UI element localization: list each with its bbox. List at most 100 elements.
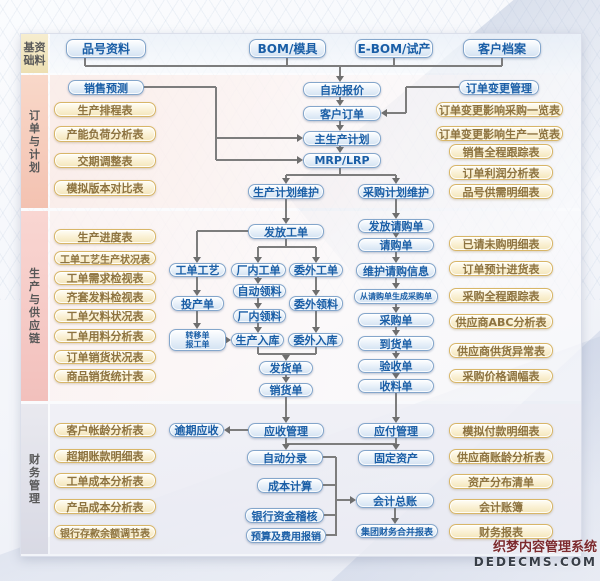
section-label-row: 供 [29,306,40,319]
arrowhead [392,257,400,263]
arrowhead [392,232,400,238]
connector-line [285,397,287,418]
connector-line [315,311,317,328]
node-auto-journal: 自动分录 [247,450,323,465]
arrowhead [392,373,400,379]
node-purchase-plan-maintain: 采购计划维护 [358,184,434,199]
node-kit-issue-review: 齐套发料检视表 [54,289,156,304]
connector-line [339,121,341,126]
section-finance-mgmt-label: 财务管理 [21,404,48,554]
node-sales-full-tracking: 销售全程跟踪表 [449,144,553,159]
node-accounting-books: 会计账簿 [449,499,553,514]
arrowhead [282,417,290,423]
node-supplier-delivery-abnormal: 供应商供货异常表 [449,343,553,358]
section-label-row: 划 [29,161,40,174]
arrowhead [336,147,344,153]
node-customer-files: 客户档案 [463,39,541,58]
node-sales-forecast: 销售预测 [68,80,144,95]
node-fixed-assets: 固定资产 [358,450,434,466]
node-mrp-lrp: MRP/LRP [303,153,381,168]
node-delivery-adjust-report: 交期调整表 [54,153,156,168]
connector-line [336,499,352,501]
connector-line [286,58,288,66]
connector-line [285,438,287,446]
connector-line [326,534,336,536]
node-item-supply-demand-detail: 品号供需明细表 [449,184,553,199]
section-basic-data-label: 基资础料 [21,34,48,73]
node-arrival-order: 到货单 [358,336,434,351]
arrowhead [282,178,290,184]
connector-line [395,438,397,446]
node-supplier-aging: 供应商账龄分析表 [449,449,553,464]
arrowhead [381,109,387,117]
node-asset-distribution: 资产分布清单 [449,474,553,489]
arrowhead [282,218,290,224]
connector-line [257,347,259,354]
arrowhead [350,496,356,504]
arrowhead [392,417,400,423]
connector-line [196,231,198,258]
arrowhead [392,178,400,184]
arrowhead [312,257,320,263]
connector-line [339,66,341,77]
section-label-row: 务 [29,466,40,479]
connector-line [501,58,503,66]
node-pr-to-po: 从请购单生成采购单 [354,289,438,304]
node-purchase-requisition: 请购单 [358,238,434,252]
node-ar-mgmt: 应收管理 [248,423,324,438]
arrowhead [297,156,303,164]
connector-line [196,311,198,324]
arrowhead [193,257,201,263]
section-label-row: 础料 [23,53,46,67]
arrowhead [312,290,320,296]
connector-line [258,353,316,355]
connector-line [323,456,336,458]
node-production-instock: 生产入库 [231,333,284,347]
node-bom-mold: BOM/模具 [249,39,326,58]
arrowhead [392,353,400,359]
connector-line [285,175,287,179]
watermark-chinese-text: 织梦内容管理系统 [492,540,597,555]
node-order-change-mgmt: 订单变更管理 [459,80,539,95]
node-simulation-version-compare: 模拟版本对比表 [54,180,156,196]
arrowhead [225,336,231,344]
node-bank-fund-audit: 银行资金稽核 [245,508,324,523]
arrowhead [254,303,262,309]
node-maintain-pr-info: 维护请购信息 [356,263,436,278]
section-label-row: 单 [29,122,40,135]
section-label-row: 管 [29,479,40,492]
node-auto-picking: 自动领料 [233,284,286,298]
section-label-row: 理 [29,492,40,505]
section-label-row: 产 [29,280,40,293]
node-outsource-wo: 委外工单 [289,263,343,277]
connector-line [339,168,341,175]
connector-line [394,508,396,520]
node-customer-aging: 客户帐龄分析表 [54,423,156,437]
watermark: 织梦内容管理系统 DEDECMS.COM [474,540,597,570]
arrowhead [336,100,344,106]
section-label-row: 基资 [23,40,46,54]
arrowhead [392,444,400,450]
node-cost-calculation: 成本计算 [257,478,323,493]
arrowhead [336,76,344,82]
node-simulated-payment-detail: 模拟付款明细表 [449,423,553,438]
connector-line [395,327,397,331]
connector-line [229,429,248,431]
section-label-row: 计 [29,148,40,161]
connector-line [324,514,336,516]
section-label-row: 财 [29,453,40,466]
node-sales-invoice: 销货单 [259,383,313,397]
node-wo-process: 工单工艺 [169,263,226,277]
connector-line [406,86,459,88]
node-capacity-load-report: 产能负荷分析表 [54,126,156,142]
node-wo-cost-analysis: 工单成本分析表 [54,473,156,488]
arrowhead [392,307,400,313]
node-overdue-account-detail: 超期账款明细表 [54,449,156,463]
node-production-plan-maintain: 生产计划维护 [248,184,324,199]
arrowhead [392,330,400,336]
connector-line [216,159,298,161]
section-label-row: 与 [29,293,40,306]
arrowhead [282,377,290,383]
connector-line [395,278,397,284]
